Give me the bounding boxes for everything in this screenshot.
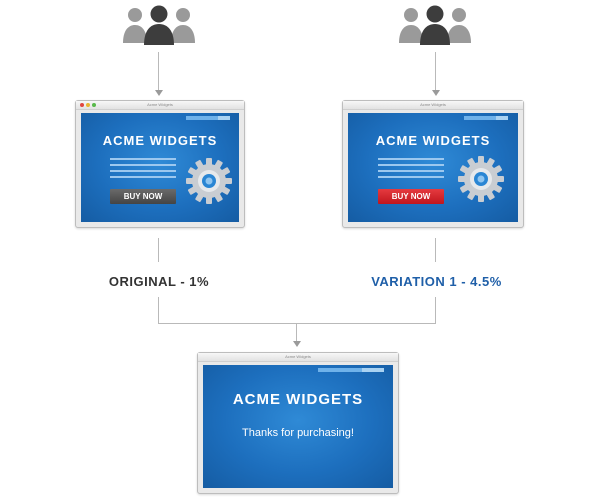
minimize-dot-icon bbox=[86, 103, 90, 107]
connector-line bbox=[158, 238, 159, 262]
arrow-down-icon bbox=[155, 90, 163, 96]
connector-line bbox=[435, 52, 436, 92]
browser-tab-title: Acme Widgets bbox=[285, 354, 311, 359]
gear-icon bbox=[458, 156, 504, 202]
people-group-icon bbox=[123, 5, 195, 45]
top-bar bbox=[318, 368, 362, 372]
buy-now-button[interactable]: BUY NOW bbox=[110, 189, 176, 204]
text-line bbox=[110, 176, 176, 178]
text-line bbox=[110, 158, 176, 160]
browser-screen: ACME WIDGETS BUY NOW bbox=[81, 113, 239, 222]
audience-group-left bbox=[121, 5, 197, 45]
page-headline: ACME WIDGETS bbox=[232, 391, 364, 408]
buy-now-button[interactable]: BUY NOW bbox=[378, 189, 444, 204]
text-line bbox=[378, 170, 444, 172]
variation-conversion-label: VARIATION 1 - 4.5% bbox=[371, 274, 502, 289]
connector-line bbox=[296, 323, 297, 343]
thank-you-page-browser: Acme Widgets ACME WIDGETS Thanks for pur… bbox=[197, 352, 399, 494]
top-bar bbox=[186, 116, 218, 120]
maximize-dot-icon bbox=[92, 103, 96, 107]
browser-tab-title: Acme Widgets bbox=[147, 102, 173, 107]
variation-page-browser: Acme Widgets ACME WIDGETS BUY NOW bbox=[342, 100, 524, 228]
top-bar bbox=[464, 116, 496, 120]
connector-line bbox=[435, 297, 436, 324]
top-bar-accent bbox=[362, 368, 384, 372]
browser-chrome: Acme Widgets bbox=[343, 101, 523, 110]
original-page-browser: Acme Widgets ACME WIDGETS BUY NOW bbox=[75, 100, 245, 228]
close-dot-icon bbox=[80, 103, 84, 107]
people-group-icon bbox=[399, 5, 471, 45]
arrow-down-icon bbox=[293, 341, 301, 347]
browser-chrome: Acme Widgets bbox=[198, 353, 398, 362]
connector-line bbox=[158, 297, 159, 324]
browser-chrome: Acme Widgets bbox=[76, 101, 244, 110]
browser-tab-title: Acme Widgets bbox=[420, 102, 446, 107]
text-line bbox=[110, 164, 176, 166]
connector-line bbox=[158, 52, 159, 92]
original-conversion-label: ORIGINAL - 1% bbox=[108, 274, 210, 289]
gear-icon bbox=[186, 158, 232, 204]
text-line bbox=[378, 158, 444, 160]
connector-line bbox=[435, 238, 436, 262]
page-headline: ACME WIDGETS bbox=[102, 133, 218, 148]
thank-you-message: Thanks for purchasing! bbox=[242, 427, 354, 439]
arrow-down-icon bbox=[432, 90, 440, 96]
text-line bbox=[378, 164, 444, 166]
connector-line bbox=[158, 323, 436, 324]
text-line bbox=[378, 176, 444, 178]
text-line bbox=[110, 170, 176, 172]
browser-screen: ACME WIDGETS BUY NOW bbox=[348, 113, 518, 222]
top-bar-accent bbox=[218, 116, 230, 120]
page-headline: ACME WIDGETS bbox=[375, 133, 491, 148]
browser-screen: ACME WIDGETS Thanks for purchasing! bbox=[203, 365, 393, 488]
top-bar-accent bbox=[496, 116, 508, 120]
audience-group-right bbox=[397, 5, 473, 45]
